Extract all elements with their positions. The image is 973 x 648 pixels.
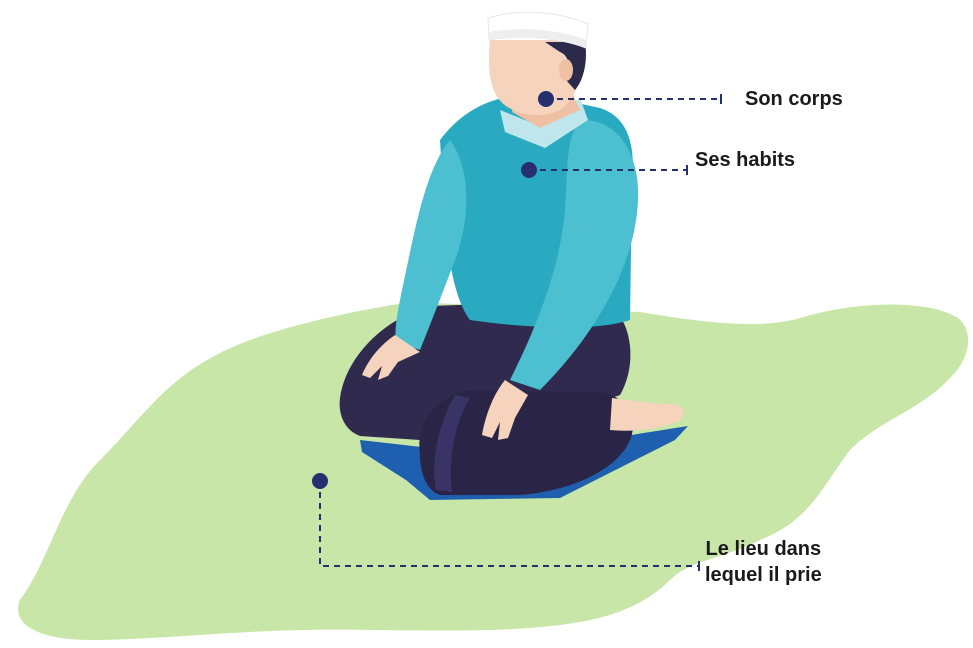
label-le-lieu: Le lieu dans lequel il prie <box>705 536 822 588</box>
callout-dot-body <box>538 91 554 107</box>
label-le-lieu-line2: lequel il prie <box>705 562 822 588</box>
callout-dot-place <box>312 473 328 489</box>
label-son-corps: Son corps <box>745 86 843 112</box>
callout-dot-clothes <box>521 162 537 178</box>
ear-shape <box>559 59 573 81</box>
label-le-lieu-line1: Le lieu dans <box>705 536 822 562</box>
label-ses-habits: Ses habits <box>695 147 795 173</box>
